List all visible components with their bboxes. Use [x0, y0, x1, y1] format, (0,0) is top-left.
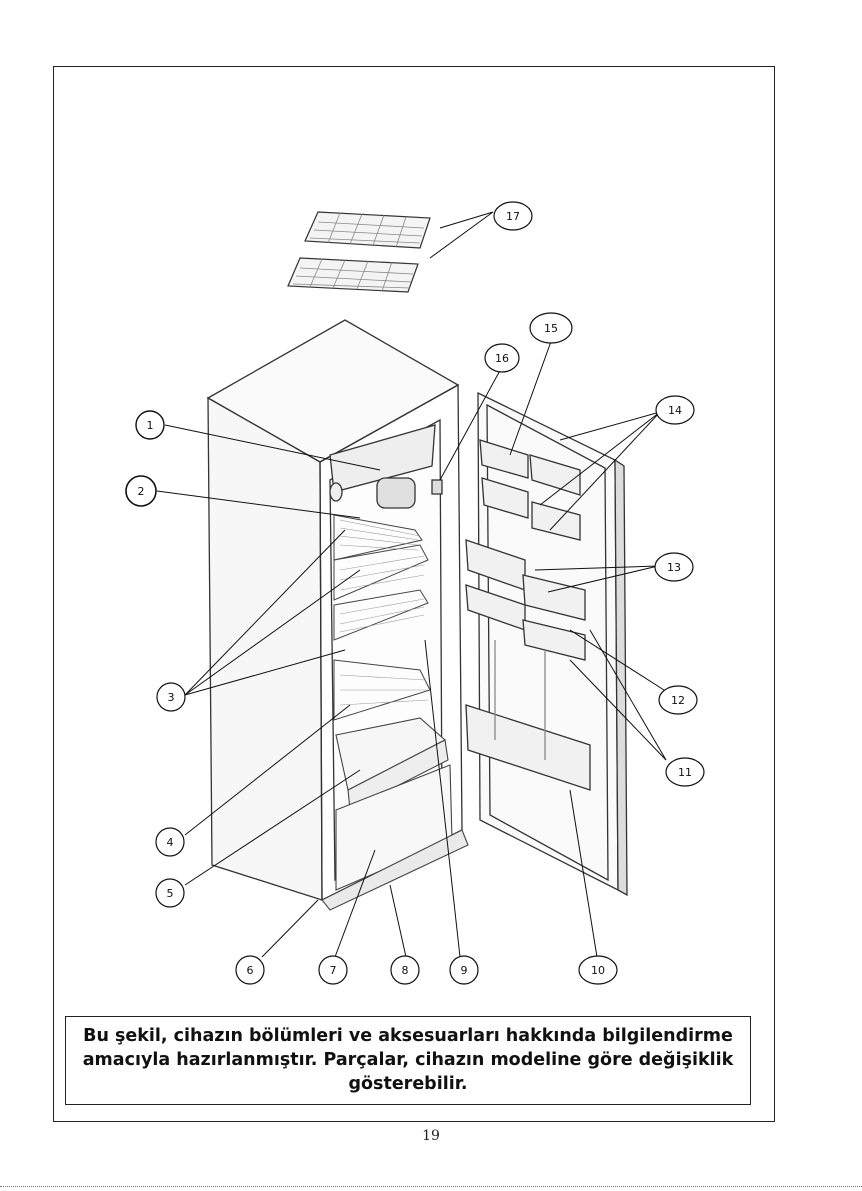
callout-10: 10 [579, 956, 617, 984]
svg-text:14: 14 [668, 404, 682, 417]
caption-line-2: amacıyla hazırlanmıştır. Parçalar, cihaz… [66, 1048, 750, 1072]
caption-line-3: gösterebilir. [66, 1072, 750, 1096]
svg-text:2: 2 [138, 485, 145, 498]
callout-9: 9 [450, 956, 478, 984]
callout-12: 12 [659, 686, 697, 714]
callout-4: 4 [156, 828, 184, 856]
callout-8: 8 [391, 956, 419, 984]
svg-text:4: 4 [167, 836, 174, 849]
refrigerator-door [466, 393, 627, 895]
svg-text:13: 13 [667, 561, 681, 574]
svg-text:11: 11 [678, 766, 692, 779]
svg-text:17: 17 [506, 210, 520, 223]
ice-trays [288, 212, 430, 292]
callout-13: 13 [655, 553, 693, 581]
bottom-dotted-rule [0, 1186, 862, 1187]
callout-3: 3 [157, 683, 185, 711]
callout-11: 11 [666, 758, 704, 786]
svg-text:1: 1 [147, 419, 154, 432]
crisper-drawer [322, 718, 468, 910]
caption-box: Bu şekil, cihazın bölümleri ve aksesuarl… [65, 1016, 751, 1105]
callout-16: 16 [485, 344, 519, 372]
page-number: 19 [0, 1128, 862, 1144]
callout-14: 14 [656, 396, 694, 424]
callout-7: 7 [319, 956, 347, 984]
callout-1: 1 [136, 411, 164, 439]
svg-text:16: 16 [495, 352, 509, 365]
callout-17: 17 [494, 202, 532, 230]
svg-text:6: 6 [247, 964, 254, 977]
svg-text:9: 9 [461, 964, 468, 977]
svg-text:3: 3 [168, 691, 175, 704]
svg-text:15: 15 [544, 322, 558, 335]
callout-2: 2 [126, 476, 156, 506]
callout-15: 15 [530, 313, 572, 343]
svg-text:10: 10 [591, 964, 605, 977]
svg-text:7: 7 [330, 964, 337, 977]
callout-6: 6 [236, 956, 264, 984]
callout-5: 5 [156, 879, 184, 907]
caption-line-1: Bu şekil, cihazın bölümleri ve aksesuarl… [66, 1024, 750, 1048]
svg-text:12: 12 [671, 694, 685, 707]
svg-text:5: 5 [167, 887, 174, 900]
svg-text:8: 8 [402, 964, 409, 977]
